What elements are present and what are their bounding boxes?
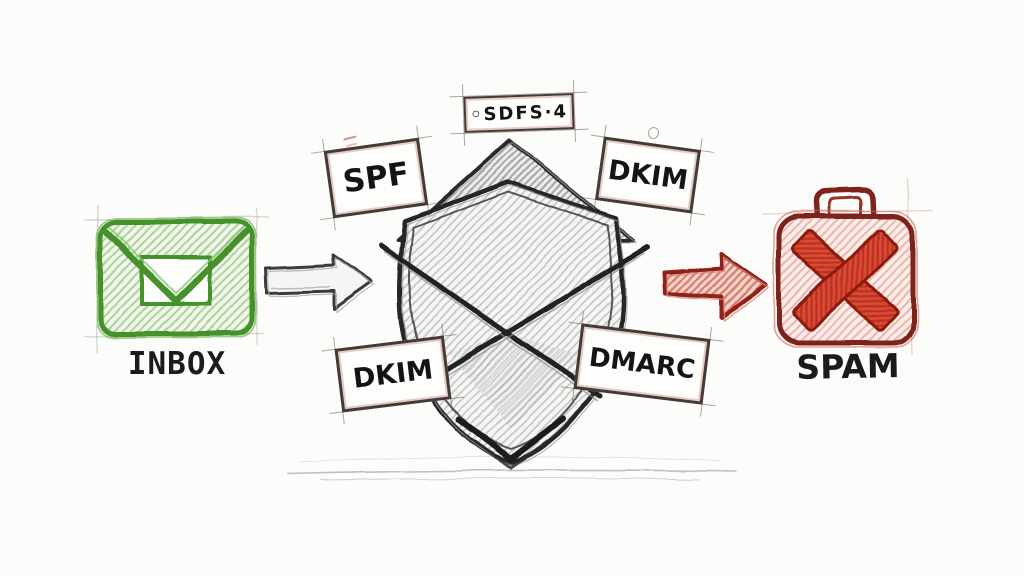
envelope-flap <box>102 228 250 305</box>
tag-spf: SPF <box>323 137 429 219</box>
fold-line-left <box>378 243 603 399</box>
tag-dkim-bottom-left: DKIM <box>334 335 452 413</box>
spam-label: SPAM <box>796 346 900 387</box>
case-handle <box>813 187 877 220</box>
tag-spf-label: SPF <box>327 141 425 215</box>
tag-dkim-bottom-label: DKIM <box>338 339 448 409</box>
tag-sdfs-label: ◦SDFS·4 <box>465 95 572 131</box>
arrow-right-icon-gray <box>264 253 376 314</box>
inbox-label: INBOX <box>127 346 227 382</box>
shield-envelope-icon <box>378 138 651 470</box>
tag-dkim-top-label: DKIM <box>598 140 697 210</box>
envelope-icon <box>83 203 269 353</box>
arrow-right-icon-red <box>662 252 770 322</box>
briefcase-x-icon <box>761 177 935 357</box>
tag-dmarc-label: DMARC <box>577 327 707 402</box>
tag-dkim-top-right: DKIM <box>595 136 701 214</box>
tag-sdfs: ◦SDFS·4 <box>463 93 575 133</box>
x-mark <box>790 229 900 332</box>
